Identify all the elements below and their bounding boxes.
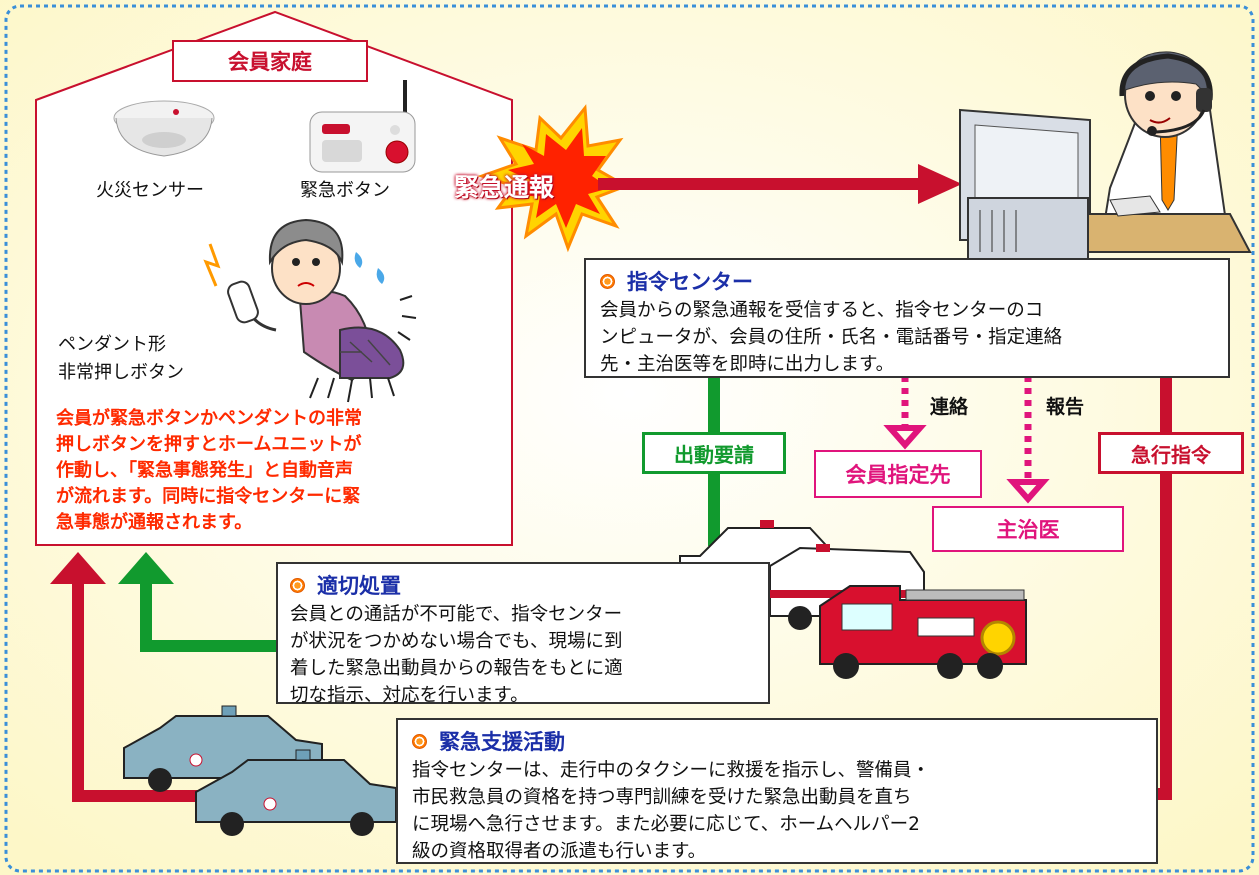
fire-engine-icon <box>819 585 1027 679</box>
rush-order-text: 急行指令 <box>1131 442 1211 467</box>
bullet-dot-icon <box>290 577 305 593</box>
proper-action-title: 適切処置 <box>317 574 401 598</box>
arrow-right-icon <box>918 164 962 204</box>
arrow-down-report-icon <box>1006 479 1050 504</box>
bullet-dot-icon <box>412 733 427 749</box>
pendant-label-line1: ペンダント形 <box>58 334 166 355</box>
fire-sensor-icon <box>113 100 215 157</box>
arrow-up-green-icon <box>118 552 174 584</box>
proper-action-box: 適切処置 会員との通話が不可能で、指令センター が状況をつかめない場合でも、現場… <box>276 562 770 706</box>
arrow-down-contact-icon <box>883 425 927 450</box>
rush-order-box: 急行指令 <box>1098 432 1244 474</box>
dispatch-request-box: 出動要請 <box>642 432 786 474</box>
dispatch-request-text: 出動要請 <box>674 442 754 467</box>
taxi-icon-2 <box>195 749 397 836</box>
computer-icon <box>959 108 1252 263</box>
emergency-button-icon <box>309 80 416 173</box>
member-home-title: 会員家庭 <box>172 40 368 82</box>
emergency-support-box: 緊急支援活動 指令センターは、走行中のタクシーに救援を指示し、警備員・ 市民救急… <box>396 718 1158 864</box>
command-center-box: 指令センター 会員からの緊急通報を受信すると、指令センターのコ ンピュータが、会… <box>584 258 1230 378</box>
command-center-title: 指令センター <box>627 270 753 294</box>
dotted-frame <box>4 4 1255 873</box>
pendant-label-line2: 非常押しボタン <box>58 362 184 383</box>
doctor-text: 主治医 <box>996 518 1060 542</box>
elderly-woman-icon <box>203 218 417 403</box>
member-contact-text: 会員指定先 <box>845 463 951 487</box>
contact-label: 連絡 <box>930 396 969 418</box>
emergency-support-title: 緊急支援活動 <box>439 730 565 754</box>
emergency-call-label: 緊急通報 <box>454 173 555 202</box>
report-label: 報告 <box>1046 396 1085 418</box>
proper-action-header: 適切処置 <box>290 570 756 600</box>
command-center-header: 指令センター <box>600 266 1214 296</box>
emergency-button-label: 緊急ボタン <box>300 180 390 201</box>
fire-sensor-label: 火災センサー <box>96 180 204 201</box>
emergency-support-body: 指令センターは、走行中のタクシーに救援を指示し、警備員・ 市民救急員の資格を持つ… <box>412 760 931 862</box>
arrow-up-red-icon <box>50 552 106 584</box>
doctor-box: 主治医 <box>932 506 1124 552</box>
command-center-body: 会員からの緊急通報を受信すると、指令センターのコ ンピュータが、会員の住所・氏名… <box>600 300 1063 375</box>
member-home-description: 会員が緊急ボタンかペンダントの非常 押しボタンを押すとホームユニットが 作動し、… <box>56 408 362 533</box>
proper-action-body: 会員との通話が不可能で、指令センター が状況をつかめない場合でも、現場に到 着し… <box>290 604 623 706</box>
emergency-support-header: 緊急支援活動 <box>412 726 1142 756</box>
member-contact-box: 会員指定先 <box>814 450 982 498</box>
bullet-dot-icon <box>600 273 615 289</box>
member-home-title-text: 会員家庭 <box>228 50 312 74</box>
